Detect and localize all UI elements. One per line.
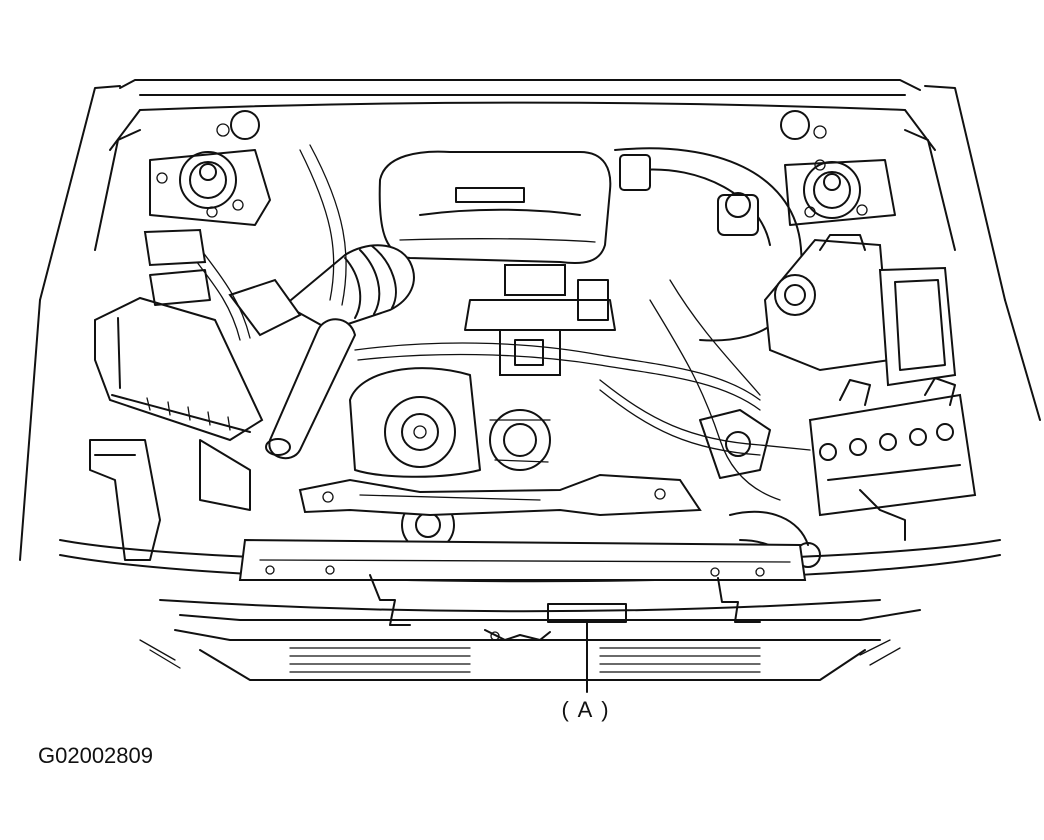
intake-hose — [265, 318, 357, 460]
intake-cover — [378, 150, 612, 264]
vin-plate-callout — [547, 603, 627, 693]
grille — [139, 639, 901, 673]
brake-booster — [614, 147, 803, 342]
firewall-holes — [216, 110, 827, 140]
fuse-box — [878, 266, 957, 387]
air-cleaner-box — [94, 278, 302, 442]
cross-member — [298, 473, 702, 517]
engine-front — [349, 367, 551, 552]
callout-label-a: ( A ) — [561, 697, 611, 722]
battery — [808, 377, 977, 541]
body-outline — [19, 79, 1041, 561]
air-intake-duct — [283, 244, 415, 332]
left-components — [89, 228, 251, 561]
radiator-support — [59, 538, 1001, 681]
right-strut-tower — [784, 159, 896, 226]
coolant-reservoir — [763, 234, 892, 372]
figure-code: G02002809 — [38, 743, 153, 768]
throttle-body — [464, 264, 616, 376]
hood-latch — [484, 629, 551, 641]
left-strut-tower — [149, 149, 271, 226]
